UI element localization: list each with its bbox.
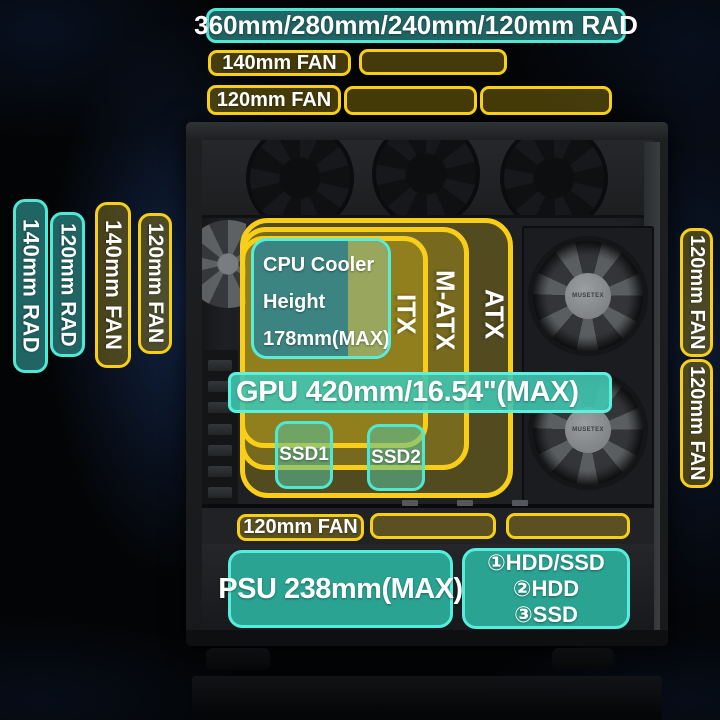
- left-fan140-badge: 140mm FAN: [95, 202, 131, 368]
- right-fan120-badge-bottom: 120mm FAN: [680, 359, 713, 488]
- top-radiator-badge: 360mm/280mm/240mm/120mm RAD: [194, 8, 638, 43]
- rear-exhaust-fan: [202, 216, 246, 316]
- pci-slot: [208, 444, 232, 456]
- cpu-cooler-line2: Height: [263, 291, 326, 313]
- drive-bay-line2: ②HDD: [512, 575, 580, 601]
- cpu-cooler-highlight: [348, 241, 388, 356]
- case-floor-reflection: [192, 676, 662, 720]
- case-bottom-edge: [186, 630, 668, 646]
- case-foot: [206, 648, 270, 670]
- itx-label: ITX: [391, 294, 422, 335]
- gpu-clearance-badge: GPU 420mm/16.54"(MAX): [228, 372, 612, 413]
- rear-fan-icon: [202, 220, 246, 308]
- shelf-tab: [512, 500, 528, 506]
- pci-slot: [208, 423, 232, 435]
- pci-slot: [208, 465, 232, 477]
- left-rad140-badge: 140mm RAD: [13, 199, 48, 373]
- drive-bay-line1: ①HDD/SSD: [487, 549, 605, 575]
- top-fan140-slot: [359, 49, 507, 75]
- shroud-shelf-divider: [202, 504, 654, 508]
- shelf-tab: [402, 500, 418, 506]
- shelf-tab: [457, 500, 473, 506]
- ssd2-badge: SSD2: [367, 424, 425, 491]
- bottom-fan120-slot: [506, 513, 630, 539]
- pci-slot: [208, 381, 232, 393]
- top-fan140-badge: 140mm FAN: [208, 50, 351, 76]
- psu-clearance-badge: PSU 238mm(MAX): [218, 550, 463, 628]
- drive-bay-line3: ③SSD: [514, 601, 578, 627]
- atx-label: ATX: [479, 288, 510, 340]
- fan-hub-logo: MUSETEX: [565, 407, 611, 453]
- case-foot: [552, 648, 614, 670]
- matx-label: M-ATX: [430, 269, 461, 351]
- pci-slot: [208, 486, 232, 498]
- cpu-cooler-line3: 178mm(MAX): [263, 328, 390, 350]
- top-fan-silhouette-icon: [246, 140, 354, 215]
- drive-bays-badge: ①HDD/SSD ②HDD ③SSD: [462, 548, 630, 629]
- cpu-cooler-height-badge: CPU Cooler Height 178mm(MAX): [251, 238, 391, 359]
- fan-hub-logo: MUSETEX: [565, 273, 611, 319]
- pci-slot: [208, 360, 232, 372]
- front-fan-icon: MUSETEX: [528, 236, 648, 356]
- top-fan120-badge: 120mm FAN: [207, 85, 341, 115]
- cpu-cooler-line1: CPU Cooler: [263, 254, 375, 276]
- pci-slot: [208, 402, 232, 414]
- top-fan-silhouette-icon: [500, 140, 608, 215]
- top-fan-silhouette-icon: [372, 140, 480, 215]
- bottom-fan120-badge: 120mm FAN: [237, 514, 364, 541]
- top-fan120-slot: [480, 86, 612, 115]
- top-fan120-slot: [344, 86, 477, 115]
- right-fan120-badge-top: 120mm FAN: [680, 228, 713, 357]
- bottom-fan120-slot: [370, 513, 496, 539]
- case-top-fan-bay: [202, 140, 654, 218]
- left-fan120-badge: 120mm FAN: [138, 213, 172, 354]
- left-rad120-badge: 120mm RAD: [50, 212, 85, 357]
- ssd1-badge: SSD1: [275, 421, 333, 489]
